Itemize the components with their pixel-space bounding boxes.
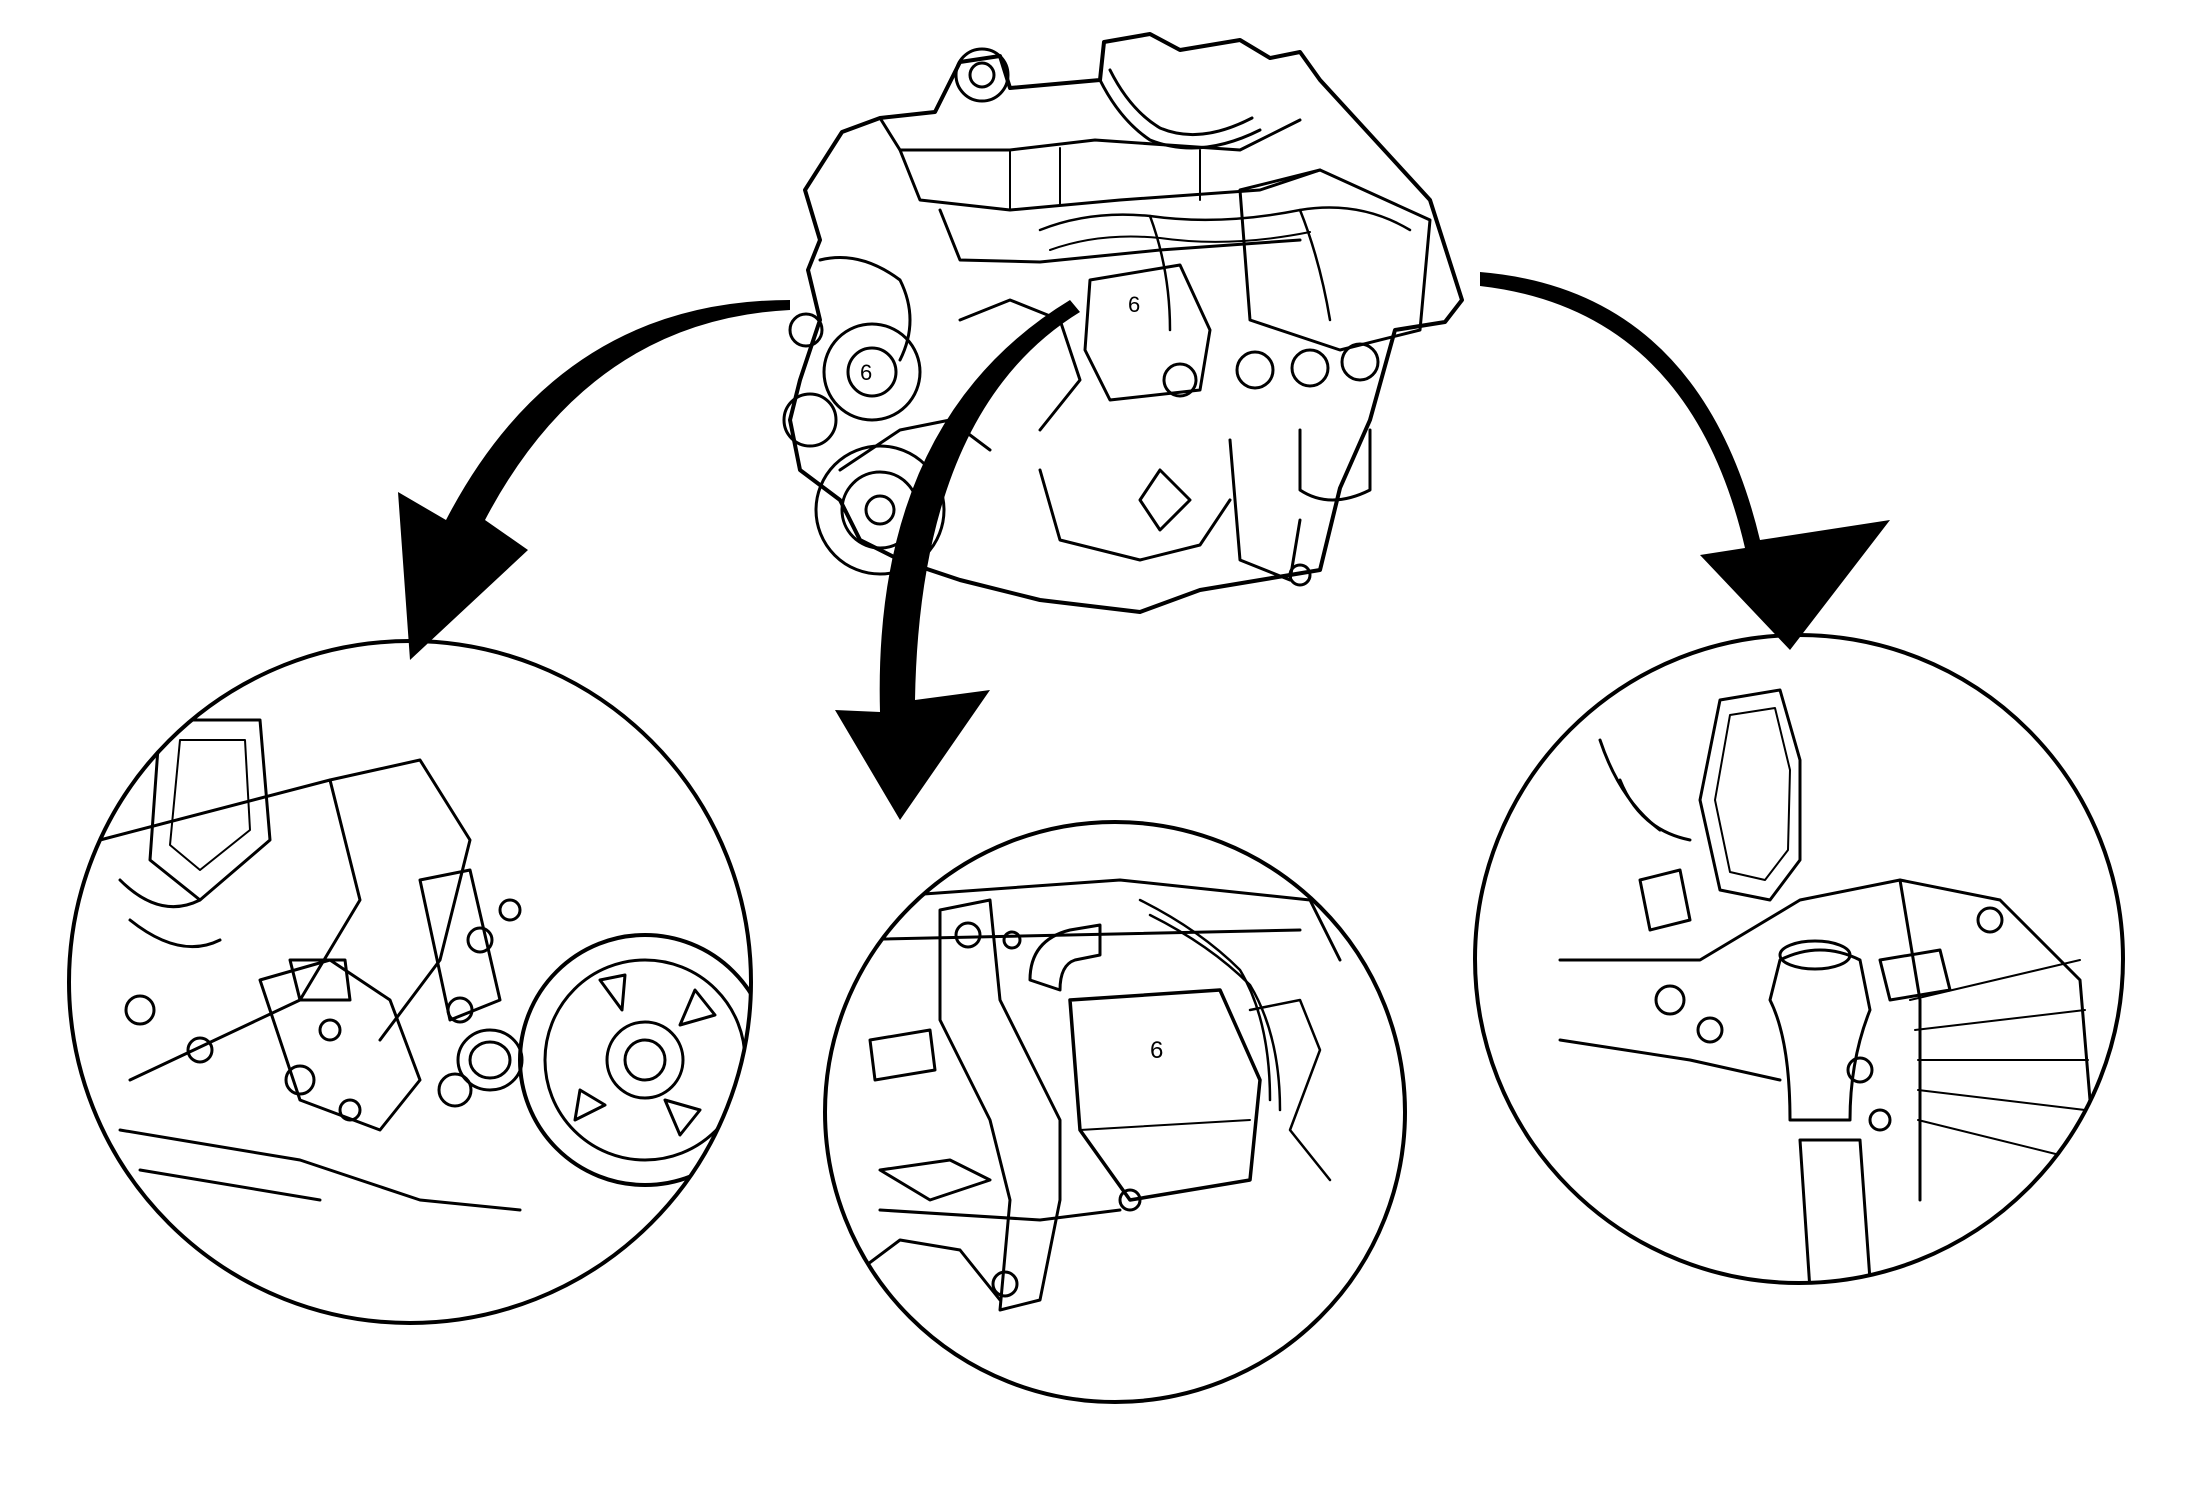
- arrow-to-left-detail: [398, 300, 790, 660]
- left-detail-crank-pulley: [518, 933, 751, 1187]
- main-oil-filter: [1298, 428, 1372, 502]
- arrow-to-right-detail: [1480, 272, 1890, 650]
- callout-arrows: [398, 272, 1890, 820]
- throttle-body: [954, 47, 1010, 103]
- main-engine-view: 6 6: [782, 32, 1464, 614]
- right-detail-oil-filter-adapter: [1798, 1138, 1872, 1283]
- main-crank-pulley: [814, 444, 946, 576]
- right-detail-oil-pipe: [1768, 948, 1872, 1122]
- arrow-to-center-detail: [835, 300, 1080, 820]
- main-pulley-mark: 6: [860, 360, 872, 385]
- detail-circle-right: [1473, 633, 2125, 1285]
- center-detail-starter-motor: [1068, 988, 1262, 1202]
- main-water-pump-pulley: [822, 322, 922, 422]
- detail-circle-left: [67, 639, 753, 1325]
- center-detail-bracket: [938, 898, 1062, 1312]
- detail-circle-center: 6: [823, 820, 1407, 1404]
- right-detail-valve-cover: [1698, 688, 1802, 902]
- center-starter-mark: 6: [1150, 1037, 1163, 1064]
- main-starter-mark: 6: [1128, 292, 1140, 317]
